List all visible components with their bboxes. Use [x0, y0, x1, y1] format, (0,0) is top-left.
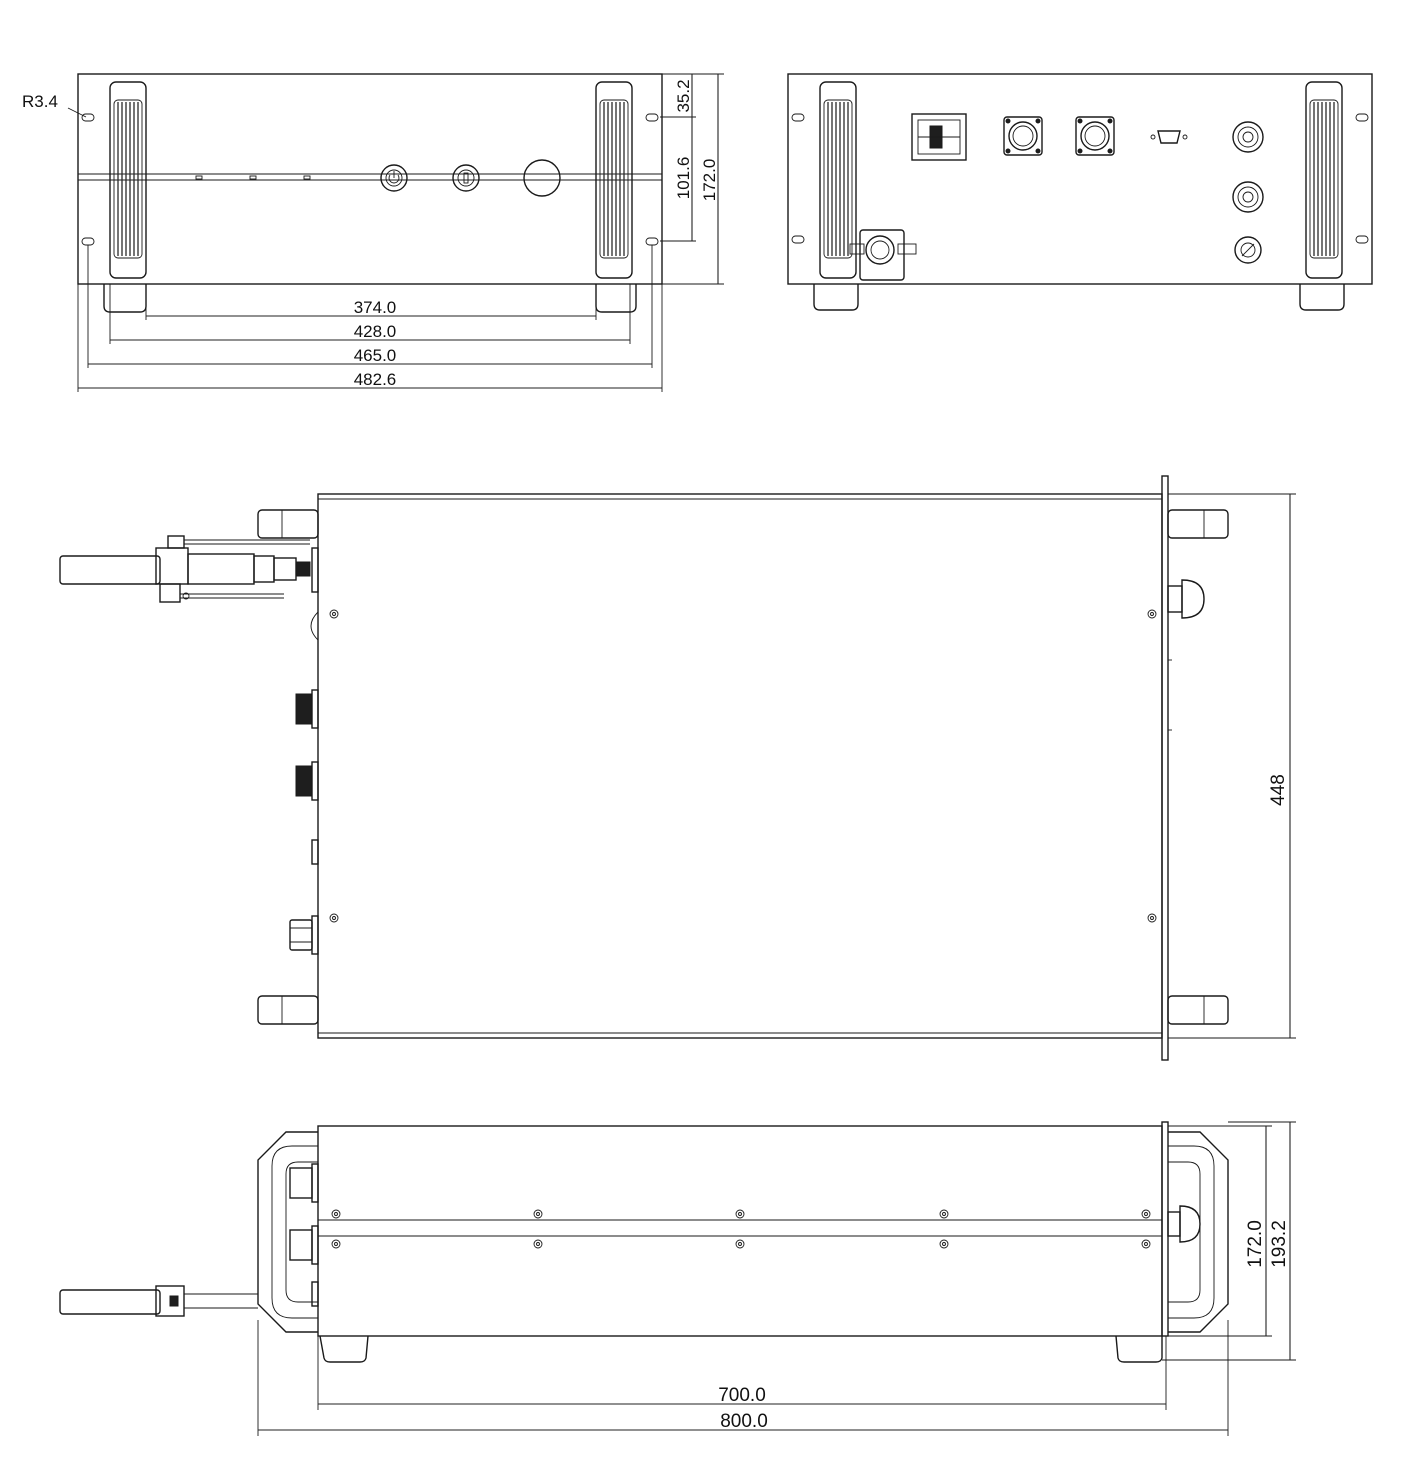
db-port-icon	[1150, 130, 1188, 144]
rack-hole	[645, 237, 659, 246]
rear-view	[787, 73, 1373, 311]
front-handle-outline	[1168, 1131, 1229, 1333]
rear-right-handle	[1305, 81, 1343, 279]
aviation-connector-icon	[1075, 116, 1115, 156]
dim-hole-spacing: 465.0	[354, 346, 397, 365]
side-body	[317, 1125, 1163, 1337]
emergency-stop-icon	[1167, 579, 1205, 619]
dim-hole-pitch-vertical: 101.6	[674, 157, 693, 200]
cable-connector-icon	[849, 229, 917, 281]
dim-hole-pitch-top: 35.2	[674, 79, 693, 112]
key-switch	[452, 164, 480, 192]
dim-handle-outer: 428.0	[354, 322, 397, 341]
fitting-icon	[1232, 121, 1264, 153]
fitting-icon	[1232, 181, 1264, 213]
dim-body-length: 700.0	[718, 1385, 766, 1406]
rear-connector-icon	[295, 761, 319, 801]
front-flange	[1161, 475, 1169, 1061]
indicator-window	[523, 159, 561, 197]
top-view: 448	[59, 475, 1296, 1061]
rear-panel	[787, 73, 1373, 285]
fiber-cable-icon	[59, 535, 311, 603]
rear-handle-outline	[257, 1131, 318, 1333]
dim-panel-height: 172.0	[700, 159, 719, 202]
left-handle	[109, 81, 147, 279]
top-body	[317, 493, 1163, 1039]
front-vertical-dims: 35.2 101.6 172.0	[660, 73, 724, 285]
dim-handle-inner: 374.0	[354, 298, 397, 317]
power-switch	[380, 164, 408, 192]
rear-fitting-icon	[289, 915, 319, 955]
radius-label: R3.4	[22, 92, 58, 111]
side-view: 172.0 193.2 700.0 800.0	[59, 1121, 1296, 1436]
front-view: R3.4 35.2 101.6 172.0	[22, 73, 724, 392]
dim-panel-width: 482.6	[354, 370, 397, 389]
front-panel	[77, 73, 663, 285]
rear-connector-icon	[295, 689, 319, 729]
rack-hole	[645, 113, 659, 122]
dim-depth: 448	[1268, 774, 1289, 806]
breaker-icon	[911, 113, 967, 161]
front-horizontal-dims: 374.0 428.0 465.0 482.6	[77, 245, 663, 392]
rack-hole	[81, 237, 95, 246]
dim-body-height: 172.0	[1245, 1220, 1266, 1268]
right-handle	[595, 81, 633, 279]
aviation-connector-icon	[1003, 116, 1043, 156]
dim-overall-height: 193.2	[1269, 1220, 1290, 1268]
dim-overall-length: 800.0	[720, 1411, 768, 1432]
rear-left-handle	[819, 81, 857, 279]
rack-hole	[81, 113, 95, 122]
ground-terminal-icon	[1234, 236, 1262, 264]
